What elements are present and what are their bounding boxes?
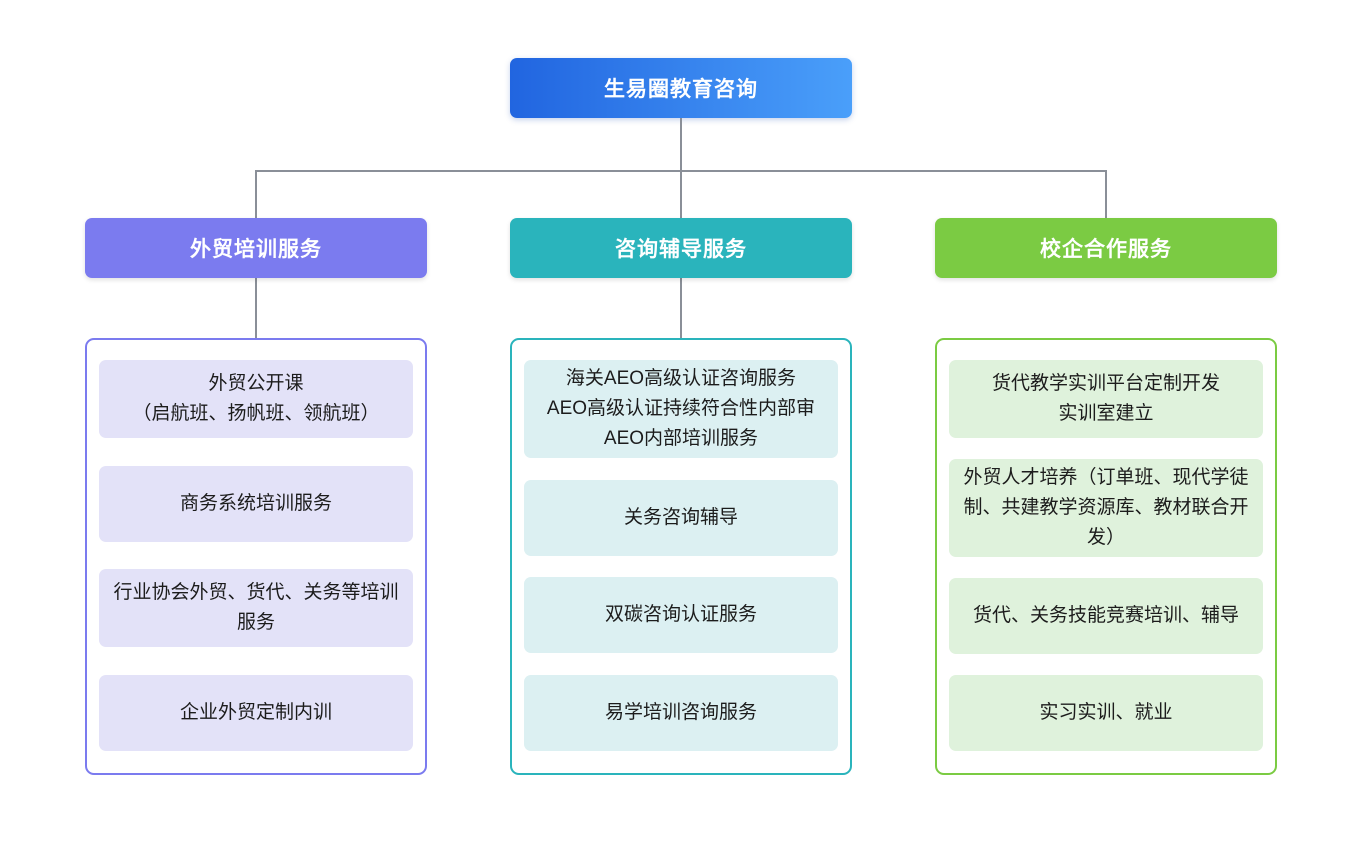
connector-line — [255, 170, 257, 218]
connector-line — [680, 278, 682, 338]
service-item-label: 企业外贸定制内训 — [179, 701, 332, 723]
branch-header-school-enterprise-cooperation[interactable]: 校企合作服务 — [935, 218, 1277, 278]
service-item-label: 易学培训咨询服务 — [604, 701, 757, 723]
branch-header-consulting-coaching[interactable]: 咨询辅导服务 — [510, 218, 852, 278]
branch-container-consulting-coaching: 海关AEO高级认证咨询服务 AEO高级认证持续符合性内部审 AEO内部培训服务 … — [510, 338, 852, 775]
connector-line — [680, 118, 682, 170]
service-item[interactable]: 行业协会外贸、货代、关务等培训服务 — [99, 569, 413, 648]
service-item-label: 外贸公开课 （启航班、扬帆班、领航班） — [132, 373, 380, 424]
service-item[interactable]: 货代教学实训平台定制开发 实训室建立 — [949, 360, 1263, 438]
branch-container-foreign-trade-training: 外贸公开课 （启航班、扬帆班、领航班） 商务系统培训服务 行业协会外贸、货代、关… — [85, 338, 427, 775]
branch-header-label: 外贸培训服务 — [190, 238, 322, 261]
branch-header-label: 校企合作服务 — [1040, 238, 1172, 261]
connector-line — [255, 278, 257, 338]
service-item[interactable]: 外贸人才培养（订单班、现代学徒制、共建教学资源库、教材联合开发） — [949, 459, 1263, 557]
connector-line — [1105, 170, 1107, 218]
service-item[interactable]: 企业外贸定制内训 — [99, 674, 413, 751]
service-item[interactable]: 外贸公开课 （启航班、扬帆班、领航班） — [99, 360, 413, 438]
service-item-label: 关务咨询辅导 — [623, 506, 738, 528]
service-item-label: 外贸人才培养（订单班、现代学徒制、共建教学资源库、教材联合开发） — [963, 467, 1249, 548]
service-item[interactable]: 实习实训、就业 — [949, 675, 1263, 751]
branch-foreign-trade-training: 外贸培训服务 外贸公开课 （启航班、扬帆班、领航班） 商务系统培训服务 行业协会… — [85, 218, 427, 775]
root-node-label: 生易圈教育咨询 — [604, 78, 758, 101]
connector-line — [680, 170, 682, 218]
service-item-label: 海关AEO高级认证咨询服务 AEO高级认证持续符合性内部审 AEO内部培训服务 — [546, 368, 816, 449]
branch-school-enterprise-cooperation: 校企合作服务 货代教学实训平台定制开发 实训室建立 外贸人才培养（订单班、现代学… — [935, 218, 1277, 775]
service-item-label: 行业协会外贸、货代、关务等培训服务 — [113, 582, 399, 634]
service-item[interactable]: 海关AEO高级认证咨询服务 AEO高级认证持续符合性内部审 AEO内部培训服务 — [524, 360, 838, 458]
service-item-label: 双碳咨询认证服务 — [604, 604, 757, 626]
service-item-label: 货代、关务技能竞赛培训、辅导 — [972, 605, 1239, 626]
branch-container-school-enterprise-cooperation: 货代教学实训平台定制开发 实训室建立 外贸人才培养（订单班、现代学徒制、共建教学… — [935, 338, 1277, 775]
service-item-label: 实习实训、就业 — [1039, 702, 1173, 723]
root-node[interactable]: 生易圈教育咨询 — [510, 58, 852, 118]
service-item[interactable]: 商务系统培训服务 — [99, 465, 413, 542]
service-item[interactable]: 关务咨询辅导 — [524, 479, 838, 556]
branch-header-label: 咨询辅导服务 — [615, 238, 747, 261]
service-item[interactable]: 货代、关务技能竞赛培训、辅导 — [949, 578, 1263, 654]
service-item-label: 货代教学实训平台定制开发 实训室建立 — [991, 373, 1220, 424]
service-item[interactable]: 双碳咨询认证服务 — [524, 577, 838, 654]
branch-consulting-coaching: 咨询辅导服务 海关AEO高级认证咨询服务 AEO高级认证持续符合性内部审 AEO… — [510, 218, 852, 775]
branch-header-foreign-trade-training[interactable]: 外贸培训服务 — [85, 218, 427, 278]
service-item-label: 商务系统培训服务 — [179, 492, 332, 514]
service-item[interactable]: 易学培训咨询服务 — [524, 674, 838, 751]
